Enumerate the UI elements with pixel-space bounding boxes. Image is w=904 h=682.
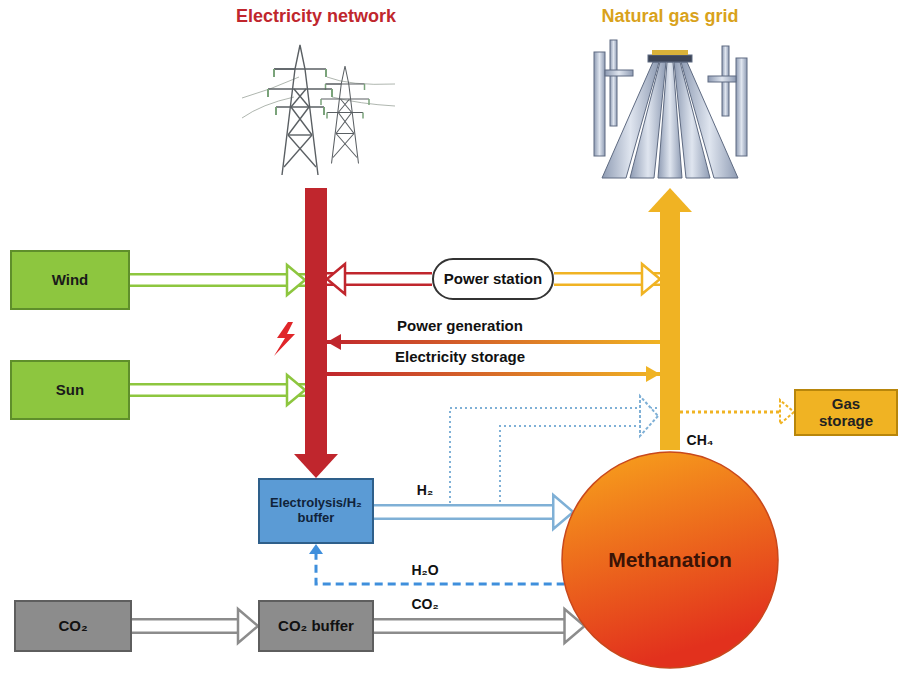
arrow-shaft [316, 188, 670, 342]
gas-grid-heading-node: Natural gas grid [570, 6, 770, 188]
arrow-shaft [670, 212, 786, 412]
arrow-shaft [316, 188, 670, 374]
gas-storage-arrow [670, 212, 794, 424]
hydrogen-arrow [374, 495, 573, 529]
methanation-circle-outline [562, 452, 778, 668]
node-label: Sun [56, 381, 84, 398]
supply-arrow [130, 188, 316, 295]
arrow-shaft [132, 618, 248, 634]
edge-label: Power generation [394, 317, 526, 334]
arrow-head [309, 544, 323, 554]
electrolysis-box: Electrolysis/H₂ buffer [258, 478, 374, 544]
arrow-head [287, 265, 305, 295]
water-return-line [309, 544, 565, 584]
co2-source-box: CO₂ [14, 600, 132, 652]
pipeline-illustration [594, 40, 747, 178]
co2-buffer-box: CO₂ buffer [258, 600, 374, 652]
methane-bar [648, 188, 692, 450]
gas-arrow [554, 212, 670, 294]
node-label: Wind [52, 271, 89, 288]
node-label: Electrolysis/H₂ buffer [268, 496, 364, 526]
arrow-shaft-core [554, 212, 670, 279]
edge-label: H₂O [408, 562, 441, 578]
edge-label: CH₄ [684, 432, 717, 448]
edge-label: Electricity storage [392, 348, 528, 365]
co2-arrow [374, 609, 585, 643]
node-label: CO₂ [58, 617, 87, 634]
arrow-shaft [316, 553, 565, 584]
source-box: Sun [10, 360, 130, 420]
arrow-shaft [554, 212, 670, 279]
node-label: Gas storage [804, 395, 888, 430]
arrow-shaft-core [130, 188, 316, 390]
arrow-head [642, 264, 660, 294]
pylon-illustration [242, 45, 395, 175]
arrow-shaft [374, 618, 575, 634]
supply-arrow [130, 188, 316, 405]
arrow-head [780, 400, 794, 424]
methanation-circle: Methanation [560, 450, 780, 670]
node-label: CO₂ buffer [278, 617, 354, 634]
node-label: Power station [444, 270, 542, 287]
node-label: Methanation [608, 548, 732, 572]
arrow-head [646, 366, 660, 382]
arrow-head [327, 334, 341, 350]
storage-box: Gas storage [794, 389, 898, 436]
arrow-shaft-core [374, 507, 563, 518]
arrow-shaft [374, 504, 563, 520]
power-arrow [316, 188, 432, 294]
arrow-head [640, 396, 658, 436]
electricity-bar [294, 188, 338, 478]
edge-label: H₂ [414, 482, 436, 498]
network-heading: Natural gas grid [601, 6, 738, 27]
arrow-head [327, 264, 345, 294]
edge-label: CO₂ [408, 596, 441, 612]
power-station-box: Power station [432, 258, 554, 300]
arrow-shaft [316, 188, 432, 279]
arrow-head [287, 375, 305, 405]
network-heading-node: Electricity network [216, 6, 416, 188]
arrow-head [294, 454, 338, 478]
arrow-shaft [130, 188, 316, 390]
arrow-head [238, 609, 258, 643]
source-box: Wind [10, 250, 130, 310]
arrow-shaft-core [132, 621, 248, 632]
power-generation-arrow [316, 188, 670, 350]
arrow-shaft-core [316, 188, 432, 279]
arrow-shaft-core [374, 621, 575, 632]
co2-arrow [132, 609, 258, 643]
arrow-shaft [305, 188, 327, 456]
arrow-shaft [660, 210, 680, 450]
lightning-symbol [274, 322, 295, 356]
network-heading: Electricity network [236, 6, 396, 27]
electricity-storage-arrow [316, 188, 670, 382]
arrow-head [648, 188, 692, 212]
